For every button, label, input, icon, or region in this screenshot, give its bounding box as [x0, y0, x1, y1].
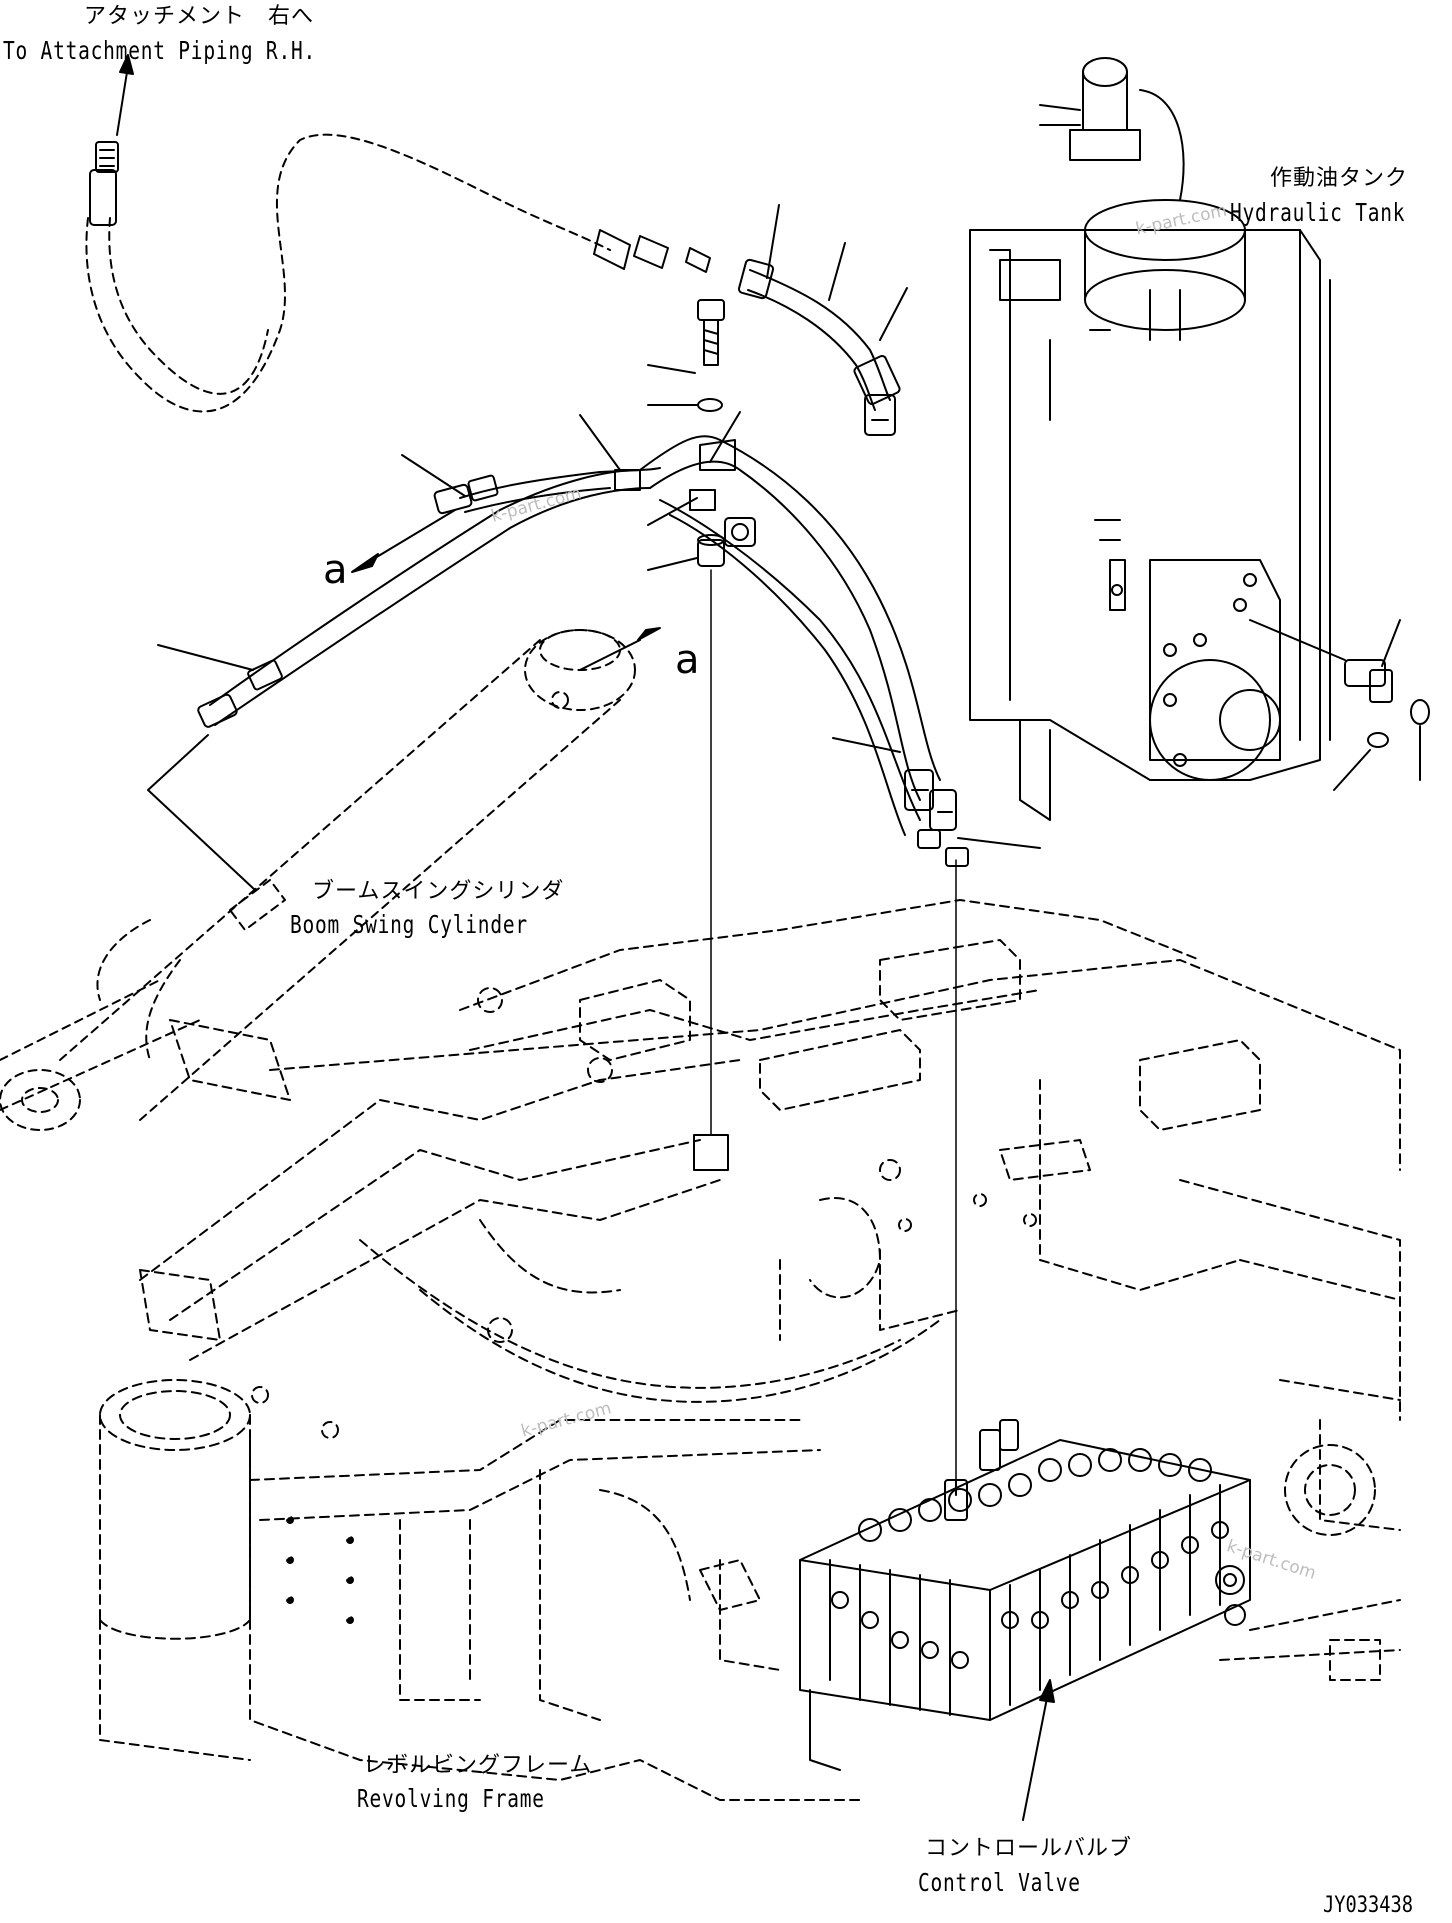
attachment-hose — [85, 133, 711, 413]
boom-swing-cylinder — [0, 629, 636, 1131]
revolving-frame — [99, 899, 1401, 1801]
frame-label-jp: レボルビングフレーム — [363, 1753, 593, 1778]
control-valve — [799, 1419, 1251, 1771]
callout-a-right: a — [675, 637, 700, 683]
drawing-code: JY033438 — [1323, 1893, 1414, 1918]
valve-label-jp: コントロールバルブ — [925, 1836, 1133, 1861]
callout-a-left: a — [323, 547, 348, 593]
hydraulic-tank — [969, 57, 1331, 821]
washer — [697, 398, 723, 412]
valve-label-en: Control Valve — [918, 1868, 1081, 1897]
tank-elbow-fitting — [1249, 619, 1430, 748]
tank-label-jp: 作動油タンク — [1270, 166, 1409, 191]
main-hose-bundle — [197, 435, 969, 867]
tank-label-en: Hydraulic Tank — [1230, 198, 1406, 227]
frame-spacer-block — [693, 1134, 729, 1171]
tank-hose — [737, 258, 901, 436]
attachment-arrow — [116, 54, 134, 136]
clamp-bolt — [697, 299, 725, 366]
cylinder-label-en: Boom Swing Cylinder — [290, 910, 528, 939]
cylinder-label-jp: ブームスイングシリンダ — [312, 879, 565, 904]
control-valve-arrow — [1022, 1679, 1055, 1821]
spacer — [697, 534, 725, 567]
frame-label-en: Revolving Frame — [357, 1784, 545, 1813]
attachment-label-jp: アタッチメント 右へ — [84, 4, 315, 29]
attachment-label-en: To Attachment Piping R.H. — [3, 36, 317, 65]
